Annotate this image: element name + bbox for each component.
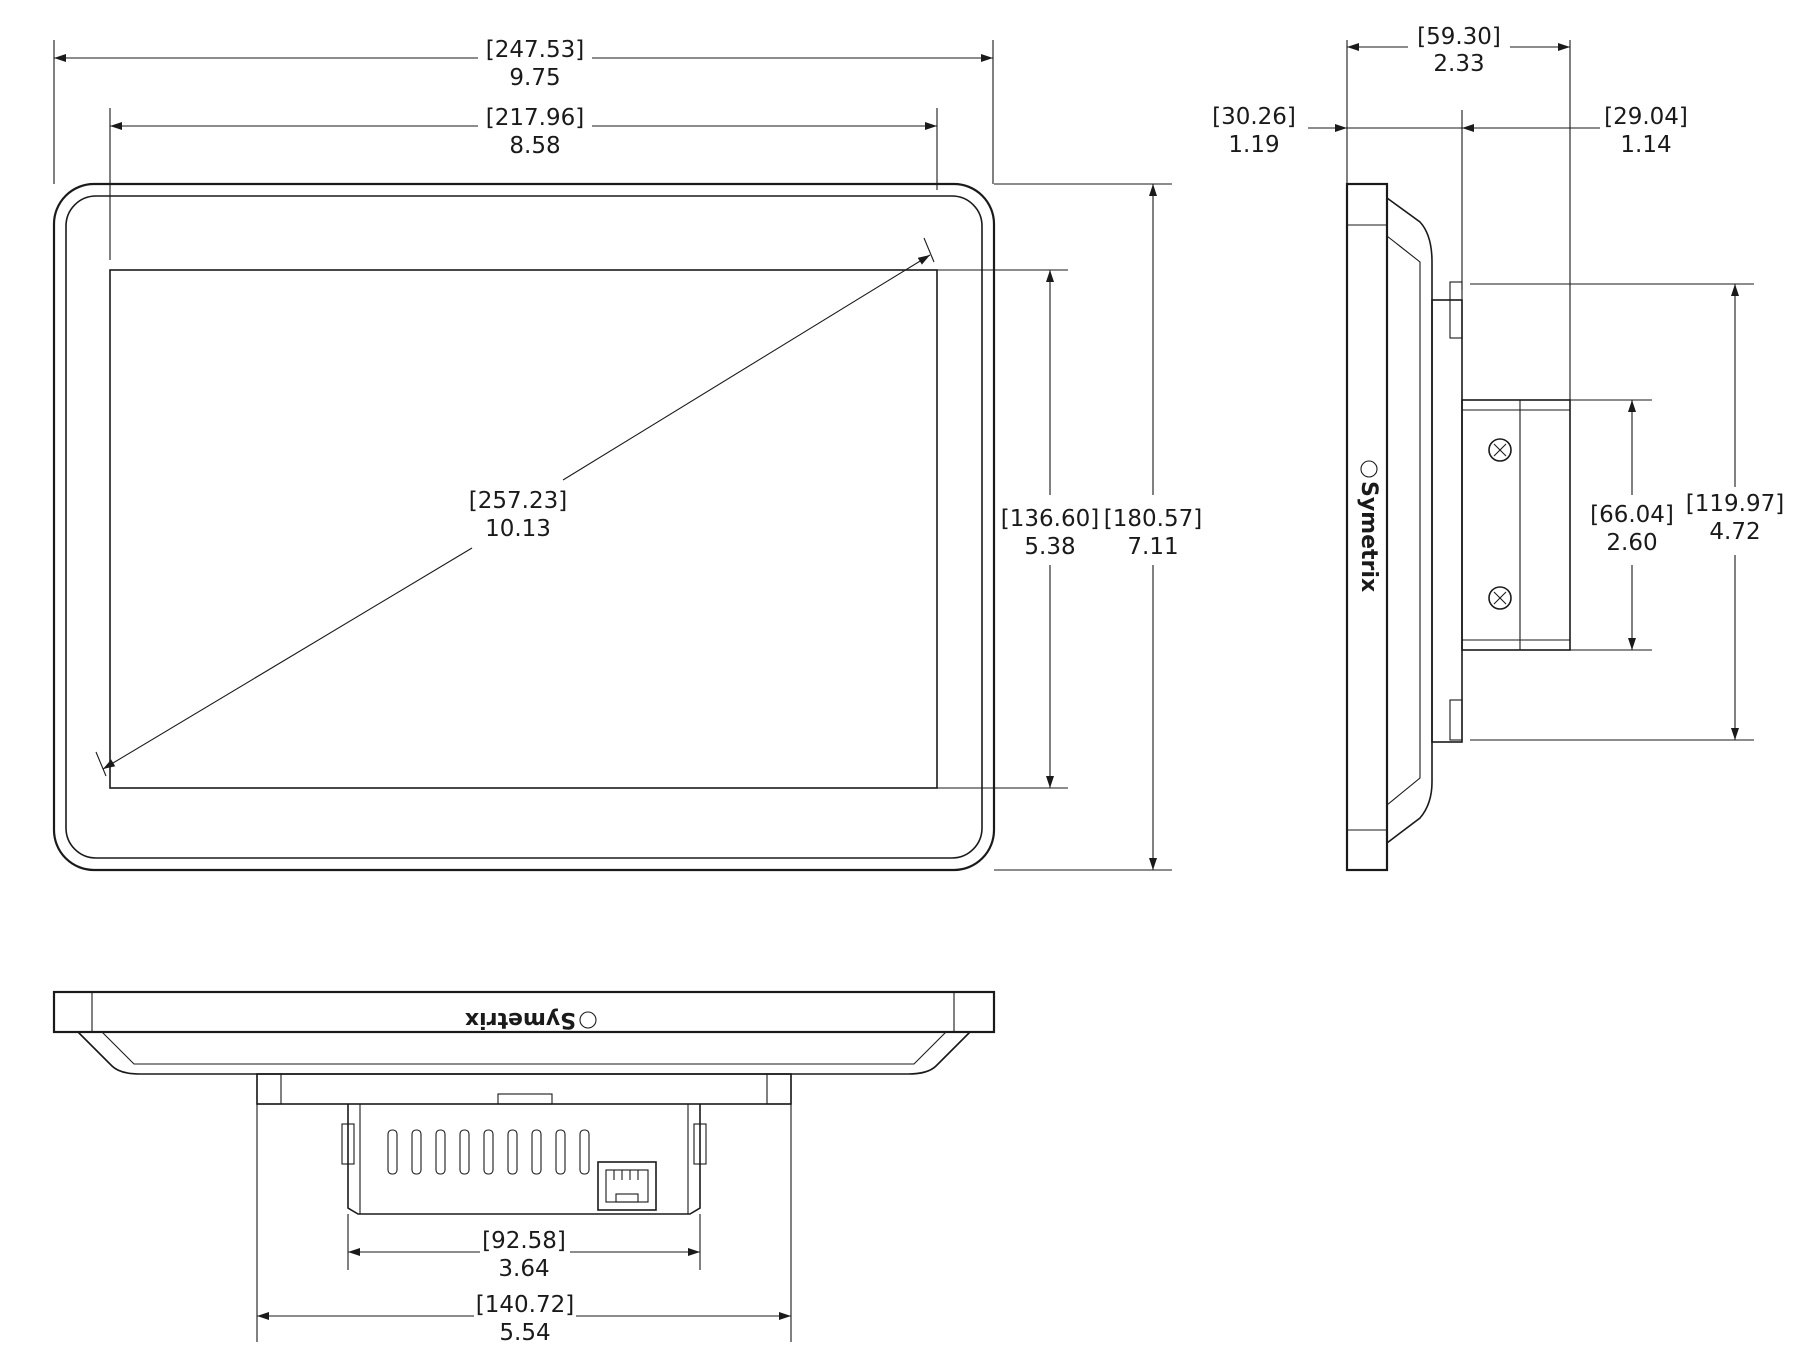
front-dimensions bbox=[53, 40, 1172, 871]
front-view bbox=[52, 182, 996, 872]
bracket-height-mm: [66.04] bbox=[1590, 502, 1674, 528]
vent-slots bbox=[387, 1129, 590, 1175]
bezel-outer bbox=[52, 182, 996, 872]
rear-depth-mm: [29.04] bbox=[1604, 104, 1688, 130]
bottom-dimensions bbox=[256, 1104, 792, 1342]
bottom-view: Symetrix bbox=[52, 990, 996, 1215]
bottom-bracket bbox=[347, 1104, 701, 1215]
screw-icon bbox=[1488, 586, 1512, 610]
side-view: Symetrix bbox=[1345, 182, 1571, 872]
bracket-width-in: 3.64 bbox=[498, 1256, 549, 1282]
front-depth-in: 1.19 bbox=[1228, 132, 1279, 158]
side-dimensions bbox=[1308, 40, 1754, 741]
bottom-housing bbox=[256, 1073, 792, 1105]
bottom-back-shell bbox=[77, 1031, 971, 1075]
rear-depth-in: 1.14 bbox=[1620, 132, 1671, 158]
display-height-in: 5.38 bbox=[1024, 534, 1075, 560]
overall-height-mm: [180.57] bbox=[1104, 506, 1202, 532]
screw-icon bbox=[1488, 438, 1512, 462]
overall-width-in: 9.75 bbox=[509, 65, 560, 91]
bottom-bezel bbox=[52, 990, 996, 1034]
housing-width-in: 5.54 bbox=[499, 1320, 550, 1346]
svg-text:Symetrix: Symetrix bbox=[1356, 481, 1381, 592]
overall-height-in: 7.11 bbox=[1127, 534, 1178, 560]
housing-width-mm: [140.72] bbox=[476, 1292, 574, 1318]
side-back-shell bbox=[1386, 197, 1433, 844]
display-height-mm: [136.60] bbox=[1001, 506, 1099, 532]
svg-text:Symetrix: Symetrix bbox=[465, 1007, 576, 1032]
overall-depth-mm: [59.30] bbox=[1417, 24, 1501, 50]
side-brand-logo: Symetrix bbox=[1356, 460, 1381, 592]
side-bracket bbox=[1461, 399, 1571, 651]
overall-depth-in: 2.33 bbox=[1433, 51, 1484, 77]
bottom-brand-logo: Symetrix bbox=[465, 1007, 597, 1032]
display-width-in: 8.58 bbox=[509, 133, 560, 159]
overall-width-mm: [247.53] bbox=[486, 37, 584, 63]
side-housing bbox=[1431, 299, 1463, 743]
display-width-mm: [217.96] bbox=[486, 105, 584, 131]
display-area bbox=[109, 269, 938, 789]
bracket-height-in: 2.60 bbox=[1606, 530, 1657, 556]
diagonal-mm: [257.23] bbox=[469, 488, 567, 514]
housing-height-in: 4.72 bbox=[1709, 519, 1760, 545]
front-depth-mm: [30.26] bbox=[1212, 104, 1296, 130]
housing-height-mm: [119.97] bbox=[1686, 491, 1784, 517]
side-bezel bbox=[1345, 182, 1389, 872]
bezel-inner bbox=[65, 195, 983, 859]
bracket-width-mm: [92.58] bbox=[482, 1228, 566, 1254]
ethernet-port-icon bbox=[597, 1161, 657, 1211]
diagonal-in: 10.13 bbox=[485, 516, 551, 542]
